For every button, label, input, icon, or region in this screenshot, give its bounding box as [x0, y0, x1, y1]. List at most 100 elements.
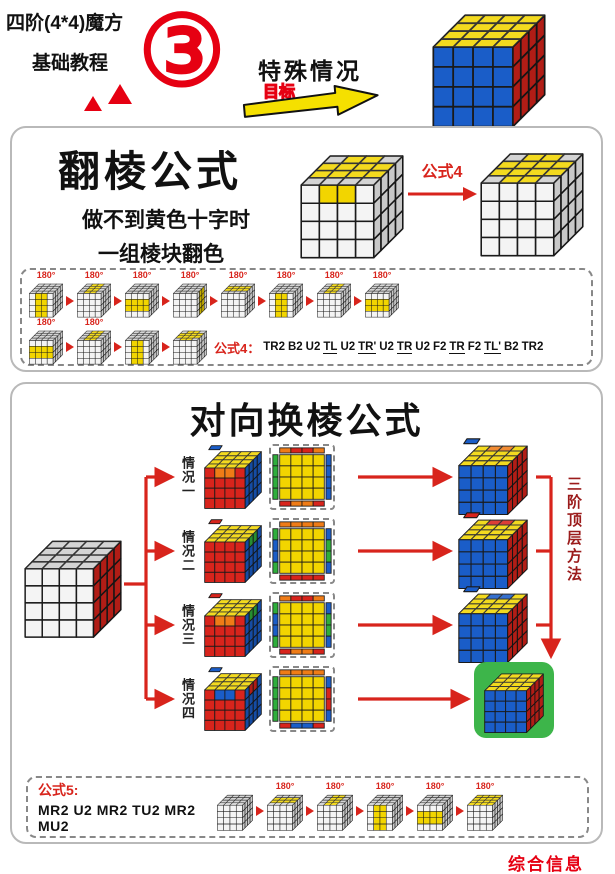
arrow-right-icon — [356, 806, 364, 816]
special-case-title: 特殊情况 — [258, 58, 362, 84]
formula-token: TR — [396, 341, 413, 354]
arrow-right-icon — [354, 295, 362, 306]
solved-cube — [484, 667, 544, 734]
arrow-right-icon — [162, 342, 170, 353]
case-label: 情况二 — [180, 530, 195, 572]
formula4-label: 公式4： — [214, 341, 261, 356]
formula-token: TL' — [484, 341, 501, 354]
sequence-step: 180° — [77, 270, 111, 318]
rotation-180-label: 180° — [84, 317, 104, 328]
red-arrow-icon — [408, 187, 477, 201]
arrow-right-icon — [66, 295, 74, 306]
section-title: 翻棱公式 — [58, 148, 243, 195]
case-label: 情况三 — [180, 604, 195, 646]
step-strip: 180° 180° — [28, 317, 208, 365]
rotation-180-label: 180° — [132, 270, 152, 281]
rotation-180-label: 180° — [36, 317, 56, 328]
rotation-180-label: 180° — [372, 270, 392, 281]
formula-token: TR — [449, 341, 465, 354]
cube-before — [300, 144, 404, 260]
arrow-right-icon — [162, 295, 170, 306]
formula5-label: 公式5: — [38, 782, 79, 798]
formula-token: TR2 — [263, 341, 285, 353]
opposite-edge-swap-section: 对向换棱公式 情况一情况二情况三情况四 三阶顶层方法 公式5: MR2 U2 M… — [10, 382, 603, 844]
cube-image — [432, 2, 546, 129]
rotation-180-label: 180° — [425, 780, 445, 791]
case-cube — [204, 666, 262, 732]
case-label: 情况一 — [180, 456, 195, 498]
arrow-right-icon — [456, 806, 464, 816]
sequence-step: 180° — [267, 781, 303, 831]
arrow-right-icon — [406, 806, 414, 816]
arrow-right-icon — [114, 342, 122, 353]
course-title-line1: 四阶(4*4)魔方 — [6, 13, 124, 34]
cases-list: 情况一情况二情况三情况四 — [178, 440, 335, 736]
formula-token: F2 — [467, 341, 482, 353]
sequence-step: 180° — [367, 781, 403, 831]
cube-after — [480, 142, 584, 258]
watermark: 综合信息 — [508, 855, 584, 874]
rotation-180-label: 180° — [275, 780, 295, 791]
result-cube — [458, 586, 528, 663]
formula-token: U2 — [305, 341, 321, 353]
case-cube — [204, 444, 262, 510]
goal-label: 目标 — [262, 83, 296, 101]
rotation-180-label: 180° — [276, 270, 296, 281]
side-note-vertical: 三阶顶层方法 — [565, 476, 582, 584]
case-top-view — [269, 518, 335, 584]
arrow-right-icon — [210, 295, 218, 306]
sequence-step: 180° — [467, 781, 503, 831]
case-top-view — [269, 444, 335, 510]
sequence-step: 180° — [77, 317, 111, 365]
formula-token: U2 — [379, 341, 394, 353]
step-row-1: 180°180°180°180°180°180°180°180° — [26, 270, 587, 318]
sequence-step: 180° — [269, 270, 303, 318]
sequence-step — [217, 781, 253, 831]
formula-token: U2 — [340, 341, 356, 353]
formula5: 公式5: MR2 U2 MR2 TU2 MR2 MU2 — [38, 780, 214, 834]
formula5-text: MR2 U2 MR2 TU2 MR2 MU2 — [38, 802, 196, 834]
red-triangle-icon — [108, 84, 132, 104]
arrow-right-icon — [258, 295, 266, 306]
result-cubes-column — [458, 438, 528, 663]
course-title-line2: 基础教程 — [32, 53, 109, 74]
sequence-step: 180° — [221, 270, 255, 318]
formula-token: TL — [323, 341, 338, 354]
sequence-step: 180° — [417, 781, 453, 831]
formula-arrow: 公式4 — [404, 158, 480, 207]
case-row: 情况一 — [178, 440, 335, 514]
lesson-number-badge: ③ — [138, 0, 226, 106]
rotation-180-label: 180° — [375, 780, 395, 791]
sequence-step: 180° — [365, 270, 399, 318]
sequence-step: 180° — [29, 270, 63, 318]
formula-token: B2 — [503, 341, 519, 353]
result-cube — [458, 512, 528, 589]
formula-token: U2 — [415, 341, 430, 353]
sequence-step — [173, 317, 207, 365]
section-subtitle-2: 一组棱块翻色 — [98, 243, 224, 266]
edge-flip-section: 翻棱公式 做不到黄色十字时 一组棱块翻色 公式4 180°180°180°180… — [10, 126, 603, 372]
rotation-180-label: 180° — [324, 270, 344, 281]
formula5-box: 公式5: MR2 U2 MR2 TU2 MR2 MU2 180°180°180°… — [26, 776, 589, 838]
flow-connector-arrows — [124, 466, 562, 710]
case-row: 情况二 — [178, 514, 335, 588]
rotation-180-label: 180° — [228, 270, 248, 281]
rotation-180-label: 180° — [325, 780, 345, 791]
rotation-180-label: 180° — [84, 270, 104, 281]
section-title: 对向换棱公式 — [189, 400, 424, 441]
formula-token: TR' — [358, 341, 377, 354]
result-cube — [458, 438, 528, 515]
goal-arrow-icon — [242, 84, 379, 118]
case-row: 情况三 — [178, 588, 335, 662]
start-cube — [24, 530, 122, 639]
case-cube — [204, 592, 262, 658]
arrow-right-icon — [66, 342, 74, 353]
formula-token: F2 — [432, 341, 447, 353]
arrow-right-icon — [256, 806, 264, 816]
formula5-steps: 180° 180° 180° 180° 180° — [214, 779, 506, 835]
arrow-right-icon — [306, 806, 314, 816]
sequence-step: 180° — [125, 270, 159, 318]
